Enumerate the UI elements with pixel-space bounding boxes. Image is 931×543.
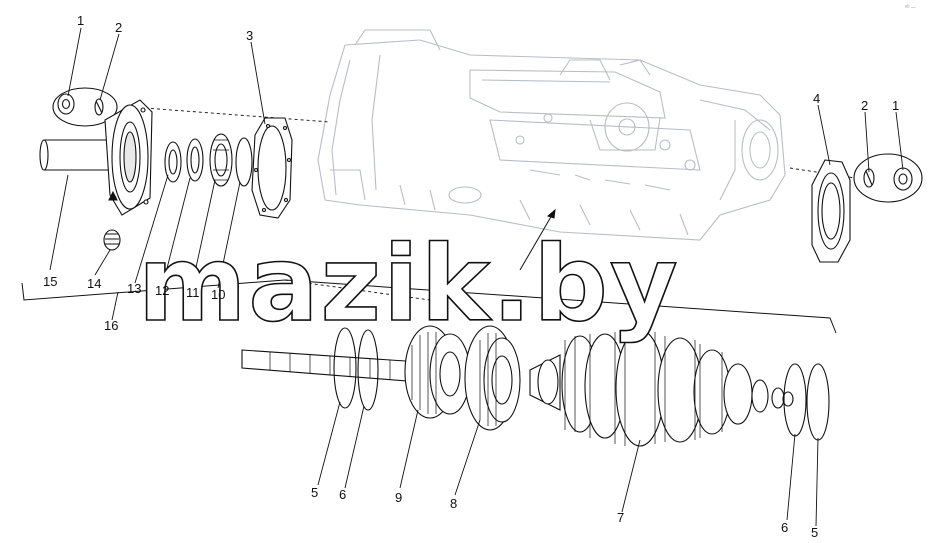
bearing-icon (209, 133, 233, 187)
callout-7: 7 (617, 510, 624, 525)
callout-6-left: 6 (339, 487, 346, 502)
callout-2-right: 2 (861, 98, 868, 113)
circlip-icon (235, 137, 253, 187)
spacer-ring-icon (186, 138, 204, 182)
circlip-5-icon (333, 327, 357, 409)
arrow-icon (108, 190, 556, 271)
callout-6-right: 6 (781, 520, 788, 535)
gasket-icon (251, 117, 293, 219)
callout-11: 11 (186, 285, 200, 300)
callout-16: 16 (104, 318, 118, 333)
circlip-5-right-icon (806, 363, 830, 441)
plug-icon (103, 229, 121, 251)
spring-washer-icon (94, 98, 104, 116)
right-cover-assembly (811, 153, 923, 263)
callout-15: 15 (43, 274, 57, 289)
bearing-9-icon (404, 325, 471, 419)
callout-13: 13 (127, 281, 141, 296)
callout-5-right: 5 (811, 525, 818, 540)
watermark-text: mazik.by (138, 223, 680, 345)
bearing-8-icon (464, 325, 521, 431)
splined-shaft-icon (241, 349, 421, 383)
callout-3: 3 (246, 28, 253, 43)
gearbox-housing (317, 29, 786, 241)
nut-right-icon (893, 167, 913, 191)
nut-icon (57, 93, 75, 115)
callout-2-left: 2 (115, 20, 122, 35)
gear-cluster-icon (529, 329, 794, 447)
callout-10: 10 (211, 287, 225, 302)
callout-9: 9 (395, 490, 402, 505)
callout-labels: 1 2 3 4 2 1 15 14 13 12 11 10 16 5 6 9 8… (43, 13, 899, 540)
gasket-right-icon (811, 159, 851, 263)
callout-14: 14 (87, 276, 101, 291)
seal-ring-icon (164, 141, 182, 183)
ring-6-icon (357, 329, 379, 411)
corner-mark: ᵃᵇ ─ (905, 4, 916, 11)
callout-5-left: 5 (311, 485, 318, 500)
assembly-bracket-line (21, 279, 837, 334)
left-cover-assembly (39, 87, 293, 251)
main-shaft-assembly (241, 325, 830, 447)
leader-lines (49, 27, 904, 527)
callout-1-right: 1 (892, 98, 899, 113)
callout-8: 8 (450, 496, 457, 511)
callout-4: 4 (813, 91, 820, 106)
callout-12: 12 (155, 283, 169, 298)
callout-1-left: 1 (77, 13, 84, 28)
